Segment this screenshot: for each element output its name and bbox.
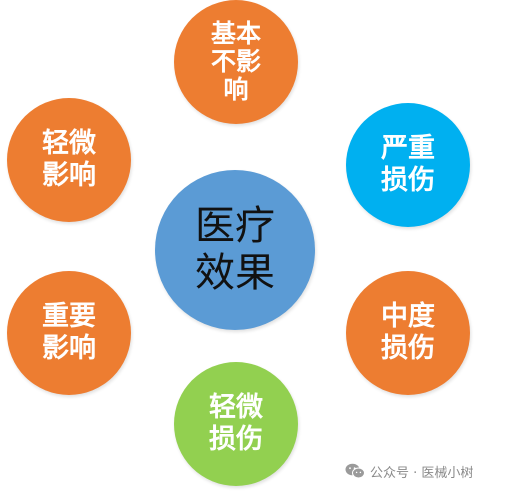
node-minor-injury-label: 轻微 损伤 — [209, 392, 263, 455]
watermark: 公众号 · 医械小树 — [345, 461, 473, 481]
watermark-text: 公众号 · 医械小树 — [370, 465, 474, 481]
node-basic-no-impact-label: 基本 不影 响 — [210, 19, 261, 104]
node-severe-injury-label: 严重 损伤 — [381, 133, 435, 196]
node-minor-injury: 轻微 损伤 — [174, 362, 298, 486]
node-severe-injury: 严重 损伤 — [346, 103, 470, 227]
node-moderate-injury: 中度 损伤 — [346, 271, 470, 395]
node-basic-no-impact: 基本 不影 响 — [174, 0, 298, 124]
node-center-label: 医疗 效果 — [195, 202, 275, 296]
wechat-icon — [345, 463, 365, 479]
node-center-medical-effect: 医疗 效果 — [155, 170, 315, 330]
node-major-impact-label: 重要 影响 — [42, 301, 96, 364]
node-minor-impact: 轻微 影响 — [7, 98, 131, 222]
node-moderate-injury-label: 中度 损伤 — [381, 301, 435, 364]
node-minor-impact-label: 轻微 影响 — [42, 128, 96, 191]
node-major-impact: 重要 影响 — [7, 271, 131, 395]
